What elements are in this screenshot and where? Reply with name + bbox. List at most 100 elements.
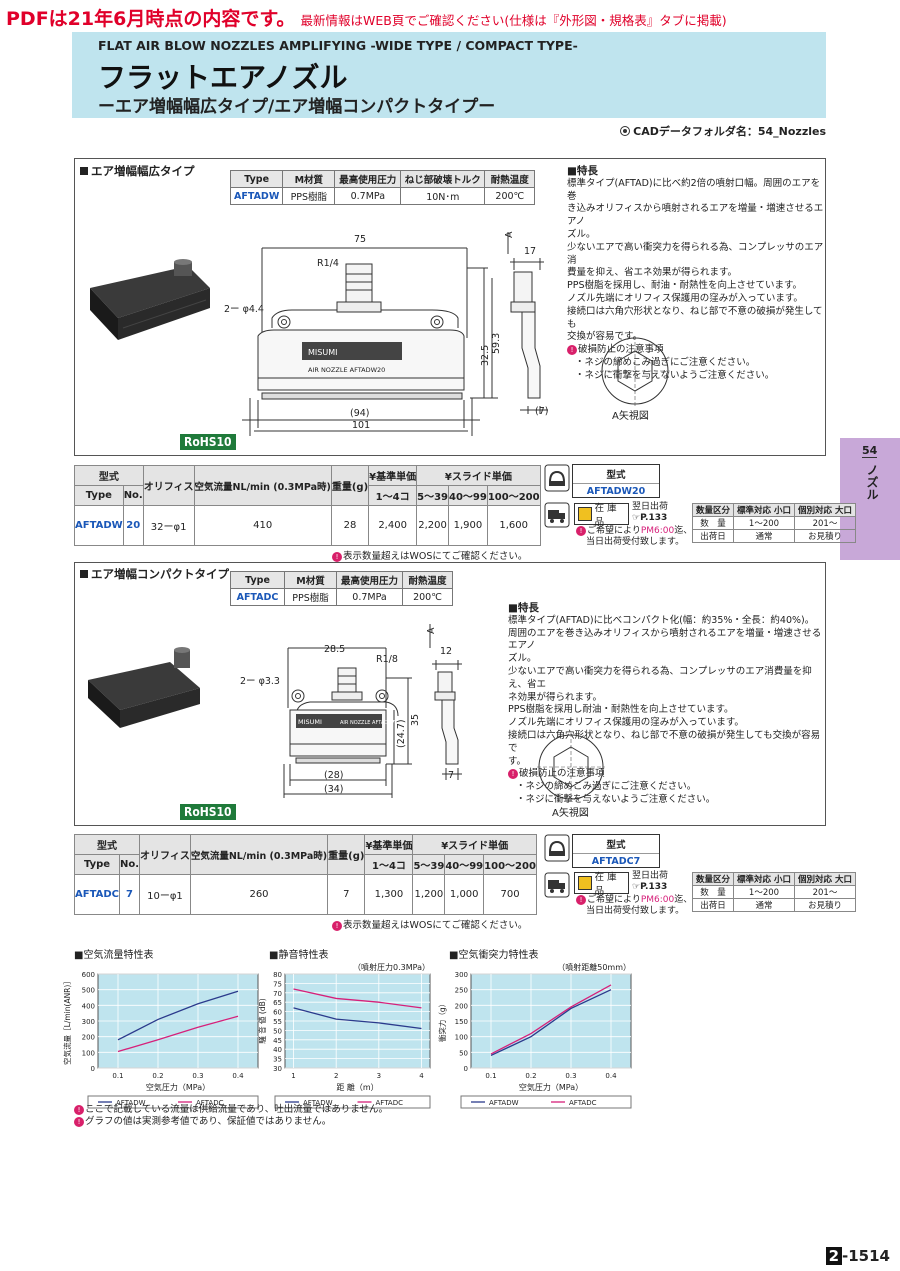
series-line [490, 984, 612, 1055]
y-tick-label: 600 [82, 971, 95, 979]
y-tick-label: 150 [455, 1018, 468, 1026]
y-tick-label: 500 [82, 987, 95, 995]
wide-view-label: A矢視図 [612, 411, 649, 422]
y-tick-label: 30 [273, 1065, 282, 1073]
y-tick-label: 65 [273, 999, 282, 1007]
wide-brand-text: MISUMI [308, 348, 337, 357]
y-tick-label: 100 [82, 1049, 95, 1057]
series-line [490, 989, 612, 1057]
x-tick-label: 0.1 [112, 1072, 123, 1080]
compact-price-table: 型式 オリフィス 空気流量NL/min (0.3MPa時) 重量(g) ¥基準単… [73, 834, 537, 915]
wide-hex-view [600, 336, 670, 406]
legend-entry: AFTADW [303, 1099, 333, 1107]
svg-text:12: 12 [440, 646, 452, 657]
price-header: 100～200 [486, 485, 541, 506]
compact-order-box[interactable]: 型式 AFTADC7 [572, 834, 660, 868]
wide-note: !表示数量超えはWOSにてご確認ください。 [332, 548, 527, 562]
caution-icon: ! [567, 345, 577, 356]
top-banner: PDFは21年6月時点の内容です。 最新情報はWEB頁でご確認ください(仕様は『… [6, 4, 896, 32]
x-axis-label: 距 離（m） [336, 1082, 378, 1092]
legend-entry: AFTADW [116, 1099, 146, 1107]
x-tick-label: 4 [419, 1072, 424, 1080]
feature-line: 標準タイプ(AFTAD)に比べ約2倍の噴射口幅。周囲のエアを巻 [567, 177, 821, 202]
stock-badge: 在 庫 品 [574, 872, 629, 897]
feature-line: 少ないエアで高い衝突力を得られる為、コンプレッサのエア消 [567, 241, 824, 266]
y-tick-label: 100 [455, 1034, 468, 1042]
features-title: ■特長 [567, 165, 598, 177]
compact-brand-text: MISUMI [298, 718, 322, 726]
x-tick-label: 0.1 [485, 1072, 496, 1080]
chart-title: ■空気流量特性表 [74, 948, 153, 961]
compact-title: エア増幅コンパクトタイプ [80, 566, 229, 582]
wide-product-image [90, 259, 210, 340]
dim-label: 101 [352, 420, 370, 431]
feature-line: PPS樹脂を採用し、耐油・耐熱性を向上させています。 [567, 280, 803, 292]
compact-product-image [88, 647, 200, 728]
compact-view-label: A矢視図 [552, 808, 589, 819]
svg-text:2ー φ3.3: 2ー φ3.3 [240, 676, 280, 687]
y-axis-label: 空気流量［L/min(ANR)］ [62, 977, 72, 1065]
x-tick-label: 3 [377, 1072, 381, 1080]
y-tick-label: 45 [273, 1037, 282, 1045]
price-header: 型式 [74, 465, 144, 486]
caution-icon: ! [332, 552, 342, 562]
chart-annotation: （噴射圧力0.3MPa） [353, 962, 430, 972]
price-header: No. [122, 485, 144, 506]
legend-box [460, 1095, 632, 1109]
x-tick-label: 0.3 [565, 1072, 576, 1080]
svg-text:28.5: 28.5 [324, 644, 345, 655]
y-tick-label: 300 [82, 1018, 95, 1026]
svg-text:A: A [426, 627, 437, 634]
x-axis-label: 空気圧力（MPa） [519, 1082, 583, 1092]
spec-cell: PPS樹脂 [282, 187, 336, 205]
y-tick-label: 40 [273, 1046, 282, 1054]
truck-icon [544, 872, 570, 898]
y-tick-label: 50 [273, 1027, 282, 1035]
dim-label: R1/4 [317, 258, 339, 269]
stock-ship-info: 翌日出荷 ☞P.133 [632, 502, 669, 523]
series-line [117, 1015, 239, 1053]
dim-label: 75 [354, 234, 366, 245]
phone-icon [544, 464, 570, 492]
box-icon [578, 507, 592, 521]
stock-note: !ご希望によりPM6:00迄、 当日出荷受付致します。 [576, 526, 692, 548]
compact-hex-view [537, 733, 605, 801]
x-tick-label: 1 [291, 1072, 295, 1080]
x-tick-label: 0.2 [152, 1072, 163, 1080]
feature-line: 費量を抑え、省エネ効果が得られます。 [567, 267, 738, 279]
legend-entry: AFTADC [376, 1099, 404, 1107]
wide-order-box[interactable]: 型式 AFTADW20 [572, 464, 660, 498]
y-tick-label: 0 [464, 1065, 468, 1073]
compact-spec-table: Type M材質 最高使用圧力 耐熱温度 AFTADC PPS樹脂 0.7MPa… [230, 571, 453, 606]
legend-entry: AFTADW [489, 1099, 519, 1107]
legend-entry: AFTADC [569, 1099, 597, 1107]
compact-note: !表示数量超えはWOSにてご確認ください。 [332, 917, 527, 931]
series-line [117, 990, 239, 1041]
spec-cell: 0.7MPa [334, 187, 402, 205]
y-tick-label: 250 [455, 987, 468, 995]
cad-folder: CADデータフォルダ名：54_Nozzles [620, 123, 826, 139]
price-header: ¥スライド単価 [416, 465, 541, 486]
wide-spec-table: Type M材質 最高使用圧力 ねじ部破壊トルク 耐熱温度 AFTADW PPS… [229, 170, 536, 205]
dim-label: (94) [350, 408, 370, 419]
page-number: 2-1514 [825, 1247, 890, 1265]
page-link[interactable]: P.133 [640, 882, 668, 892]
feature-line: き込みオリフィスから噴射されるエアを増量・増速させるエアノ [567, 203, 824, 228]
spec-header: ねじ部破壊トルク [400, 170, 486, 188]
y-tick-label: 55 [273, 1018, 282, 1026]
phone-icon [544, 834, 570, 862]
y-tick-label: 0 [91, 1065, 95, 1073]
legend-box [274, 1095, 431, 1109]
price-header: オリフィス [142, 465, 195, 506]
series-line [293, 1007, 422, 1030]
page-link[interactable]: P.133 [640, 513, 668, 523]
y-tick-label: 200 [455, 1002, 468, 1010]
caution-line: ・ネジの締めこみ過ぎにご注意ください。 [575, 356, 756, 368]
footnote: グラフの値は実測参考値であり、保証値ではありません。 [85, 1116, 332, 1127]
spec-cell: 200℃ [484, 187, 536, 205]
spec-header: 最高使用圧力 [334, 170, 402, 188]
dim-label: 17 [524, 246, 536, 257]
dim-label: 59.3 [491, 333, 502, 354]
caution-title: 破損防止の注意事項 [578, 344, 664, 356]
